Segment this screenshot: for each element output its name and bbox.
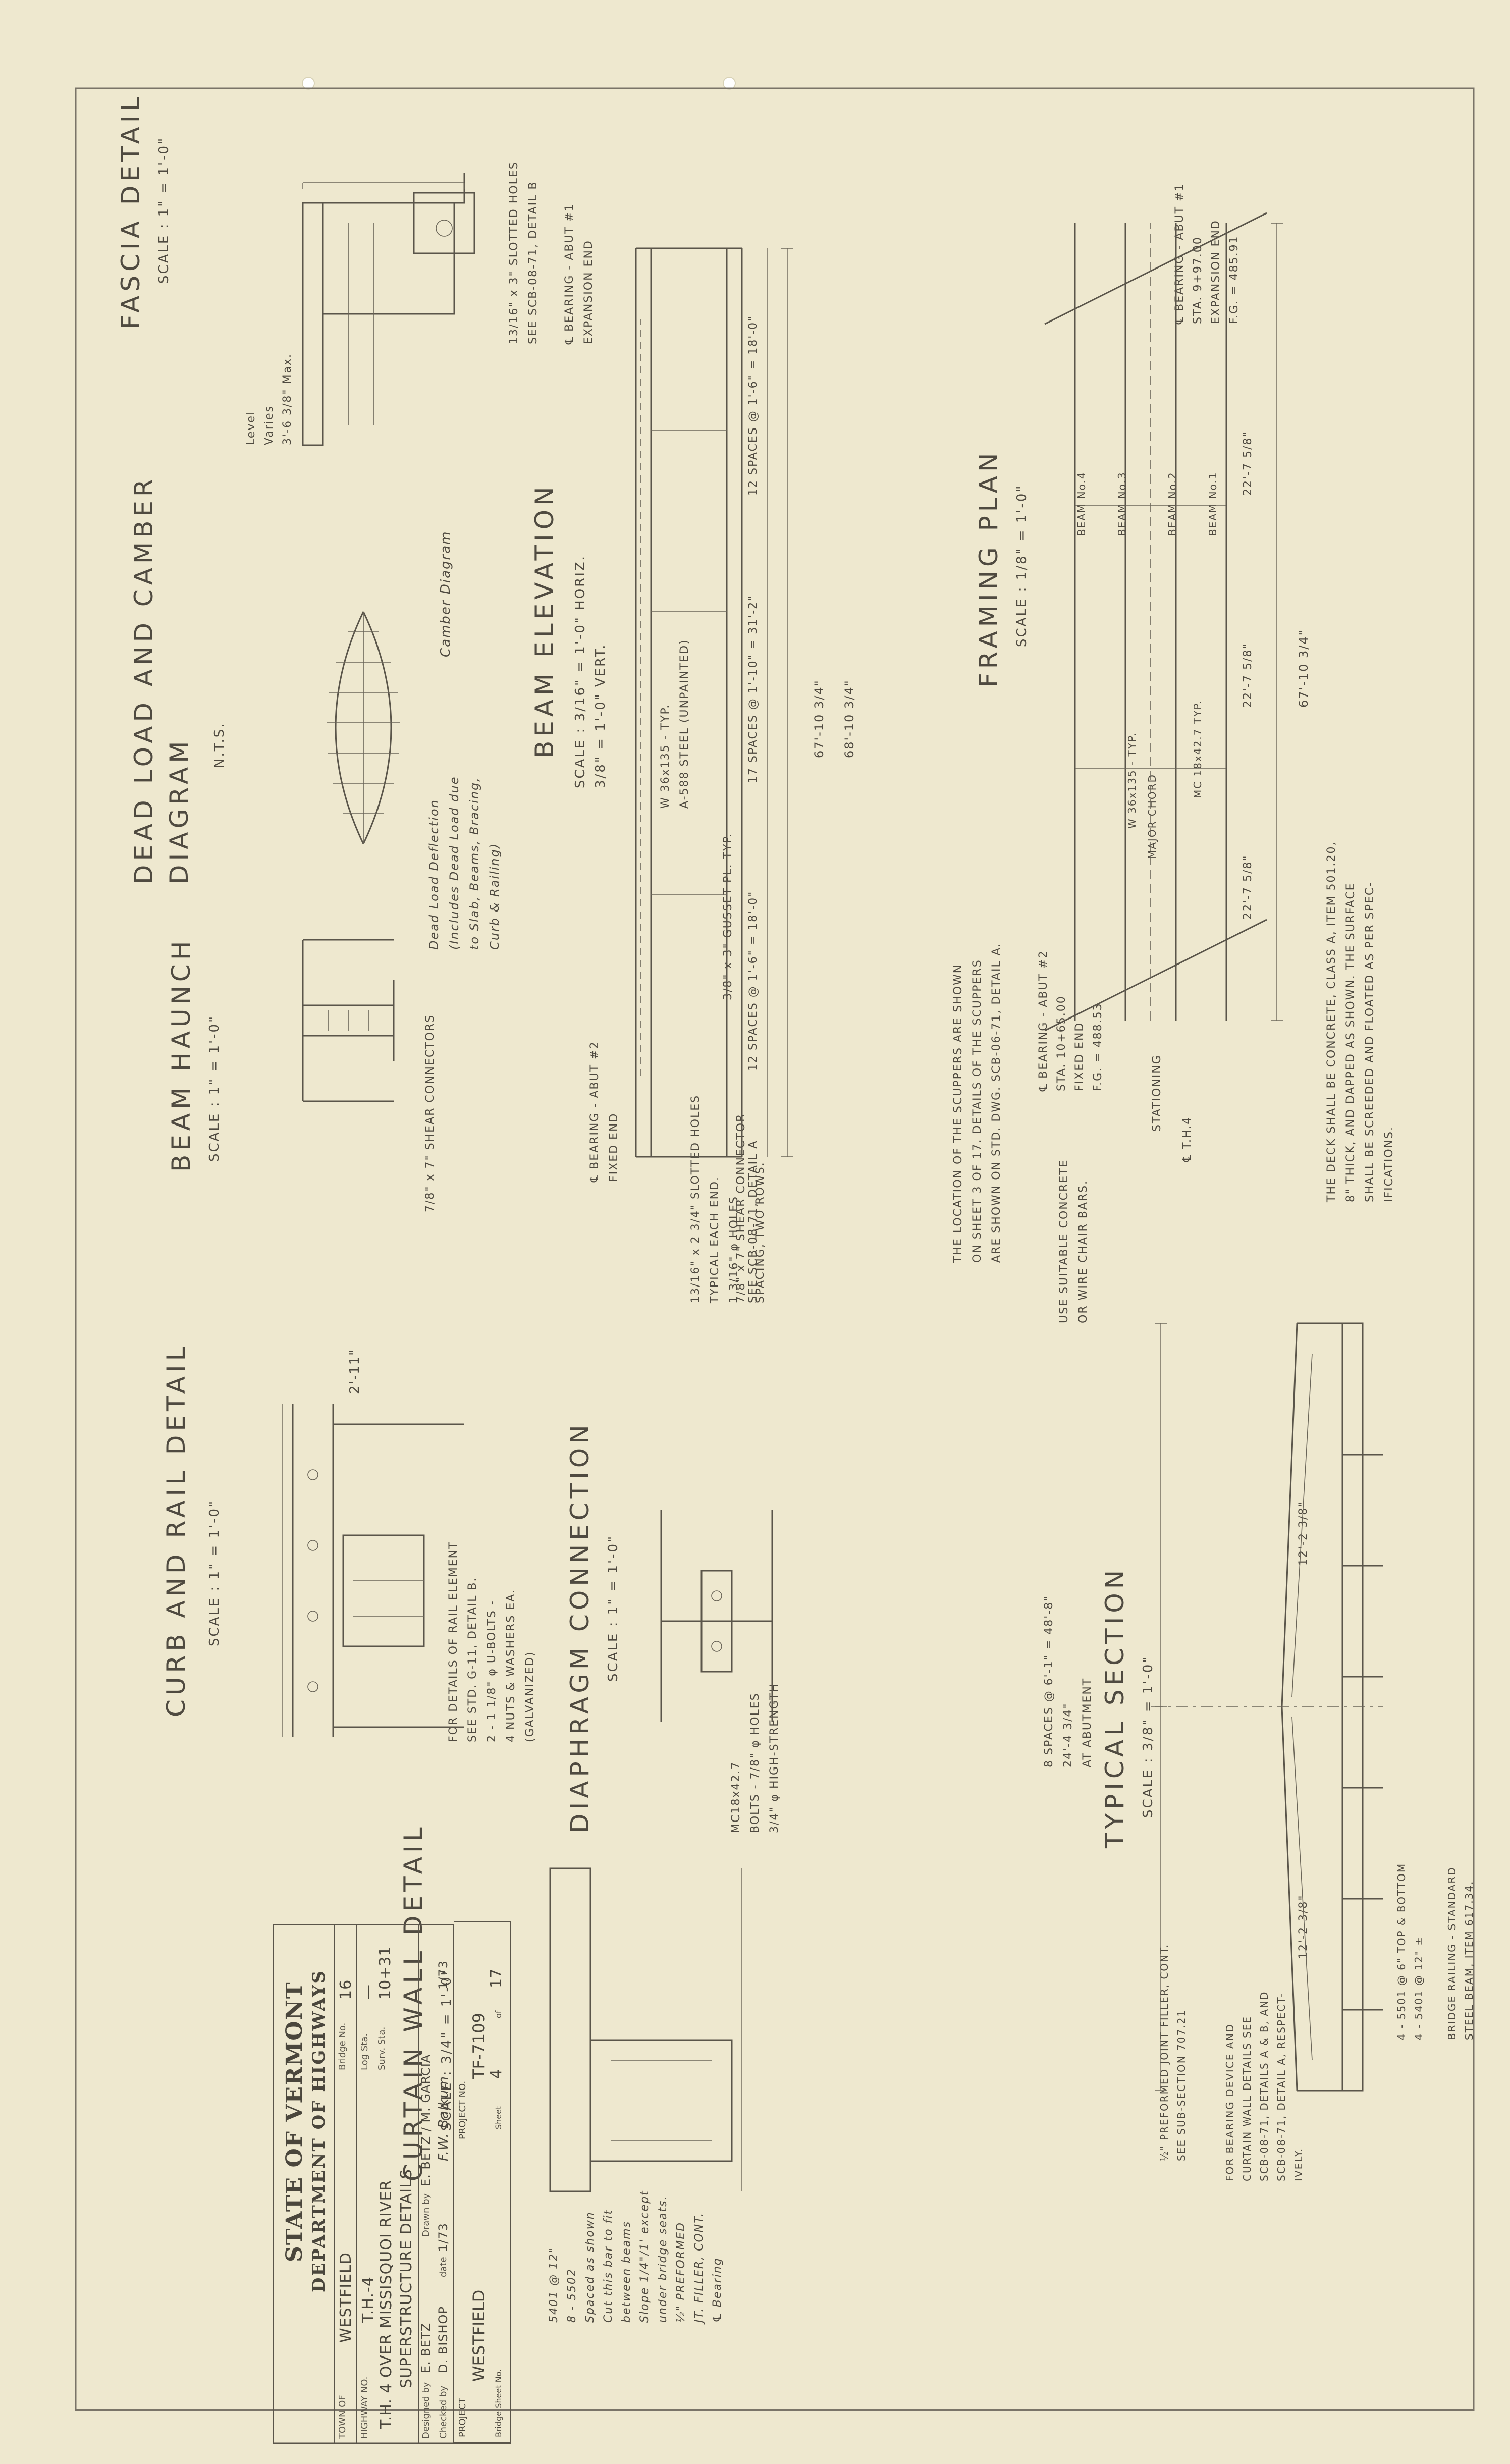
project-label: PROJECT [457,2398,468,2437]
curb-rail-dim: 2'-11" [347,1348,362,1394]
of-label: of [494,2010,503,2018]
designed-label: Designed by [421,2382,432,2439]
framing-dim-overall: 67'-10 3/4" [1297,629,1311,708]
surv-sta-value: 10+31 [376,1946,394,2000]
sheet-value: 4 [488,2069,505,2079]
beam-elevation-drawing [635,247,793,1158]
checked-value: D. BISHOP [436,2306,450,2373]
dead-load-scale: N.T.S. [212,722,227,768]
description-1: T.H. 4 OVER MISSISQUOI RIVER [378,2179,395,2429]
fascia-scale: SCALE : 1" = 1'-0" [156,136,172,284]
town-value: WESTFIELD [337,2252,355,2343]
deck-note: THE DECK SHALL BE CONCRETE, CLASS A, ITE… [1325,841,1395,1202]
sheet-label: Sheet [494,2106,503,2129]
surv-sta-label: Surv. Sta. [376,2026,387,2070]
highway-label: HIGHWAY NO. [359,2376,370,2439]
date-value: 1/73 [436,2223,450,2252]
framing-plan-title: FRAMING PLAN [974,449,1003,687]
log-sta-value: — [359,1984,377,2000]
bridge-sheet-label: Bridge Sheet No. [494,2369,503,2437]
haunch-drawing [302,939,395,1102]
curb-rail-scale: SCALE : 1" = 1'-0" [207,1499,222,1646]
deflection-label: Dead Load Deflection (Includes Dead Load… [427,776,502,950]
log-sta-label: Log Sta. [359,2033,370,2070]
beam-haunch-title: BEAM HAUNCH [167,937,196,1172]
beam-dim-overall: 68'-10 3/4" [842,679,856,758]
bridge-no-label: Bridge No. [337,2022,348,2070]
bridge-no-value: 16 [337,1979,355,2000]
typical-section-title: TYPICAL SECTION [1100,1566,1129,1848]
framing-plan-drawing [1044,212,1283,1032]
slotted-note: 13/16" x 3" SLOTTED HOLES SEE SCB-08-71,… [508,161,540,344]
beam-haunch-scale: SCALE : 1" = 1'-0" [207,1014,222,1162]
project-value: WESTFIELD [469,2289,489,2382]
curb-rail-title: CURB AND RAIL DETAIL [161,1343,191,1717]
spacing-note: 8 SPACES @ 6'-1" = 48'-8" 24'-4 3/4" AT … [1043,1595,1094,1767]
curb-rail-drawing [282,1404,464,1737]
date-label: date [438,2257,449,2277]
diaphragm-scale: SCALE : 1" = 1'-0" [606,1534,621,1682]
stationing-label: STATIONING [1151,1054,1163,1132]
designed-value: E. BETZ [419,2322,433,2373]
of-value: 17 [488,1968,505,1988]
typical-section-drawing [1151,1322,1383,2092]
department-name: DEPARTMENT OF HIGHWAYS [309,1969,329,2292]
haunch-connector: 7/8" x 7" SHEAR CONNECTORS [424,1014,437,1212]
project-no-value: TF-7109 [469,2013,489,2079]
beam-elevation-title: BEAM ELEVATION [530,483,559,758]
town-label: TOWN OF [337,2395,348,2439]
camber-label: Camber Diagram [438,530,453,658]
camber-diagram [327,611,400,844]
dead-load-title: DEAD LOAD AND CAMBER DIAGRAM [129,475,194,884]
diaphragm-title: DIAPHRAGM CONNECTION [565,1421,595,1833]
engineer-date: 1/73 [436,1960,450,1990]
highway-value: T.H.-4 [359,2276,377,2323]
drawn-value: E. BETZ / M. GARCIA [419,2054,433,2186]
th4-label: ℄ T.H.4 [1181,1116,1194,1162]
railing-note: BRIDGE RAILING - STANDARD STEEL BEAM, IT… [1446,1866,1475,2040]
curtain-wall-drawing [549,1867,742,2192]
project-no-label: PROJECT NO. [457,2080,468,2139]
beam-dim-inner: 67'-10 3/4" [812,679,826,758]
title-block: STATE OF VERMONT DEPARTMENT OF HIGHWAYS … [273,1924,454,2444]
engineer-signature: F.W. Balkum [436,2076,451,2161]
description-2: SUPERSTRUCTURE DETAILS [398,2169,415,2388]
drawn-label: Drawn by [421,2193,432,2237]
framing-plan-scale: SCALE : 1/8" = 1'-0" [1014,484,1030,647]
checked-label: Checked by [438,2385,449,2439]
fascia-title: FASCIA DETAIL [116,93,145,329]
diaphragm-drawing [660,1510,773,1722]
title-block-footer: PROJECT WESTFIELD PROJECT NO. TF-7109 Br… [454,1921,511,2444]
scuppers-note: THE LOCATION OF THE SCUPPERS ARE SHOWN O… [952,942,1003,1263]
fascia-drawing [302,173,475,446]
bars-note: USE SUITABLE CONCRETE OR WIRE CHAIR BARS… [1058,1159,1090,1323]
bars2-note: 4 - 5501 @ 6" TOP & BOTTOM 4 - 5401 @ 12… [1395,1862,1425,2040]
state-name: STATE OF VERMONT [282,1981,307,2262]
